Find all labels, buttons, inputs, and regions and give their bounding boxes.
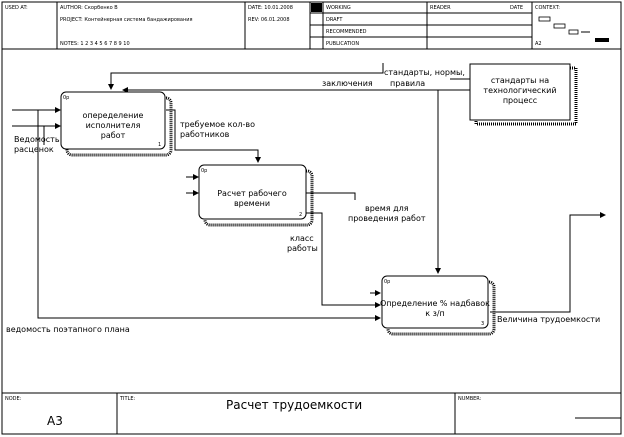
box-2-number: 2 bbox=[299, 212, 302, 218]
notes-text: NOTES: 1 2 3 4 5 6 7 8 9 10 bbox=[60, 41, 130, 47]
arrow-work-class bbox=[306, 212, 381, 308]
footer-block: NODE: A3 TITLE: Расчет трудоемкости NUMB… bbox=[2, 392, 621, 434]
label-required-2: работников bbox=[180, 130, 230, 139]
arrow-control-top-1 bbox=[108, 63, 384, 90]
label-class-1: класс bbox=[290, 234, 314, 243]
diagram-title: Расчет трудоемкости bbox=[226, 398, 362, 412]
box-1-label-3: работ bbox=[101, 131, 126, 140]
standards-box-line-1: стандарты на bbox=[491, 76, 549, 85]
label-stage-plan: ведомость поэтапного плана bbox=[6, 325, 130, 334]
arrow-labor-output bbox=[490, 212, 606, 313]
reader-label: READER bbox=[430, 5, 451, 11]
label-labor: Величина трудоемкости bbox=[497, 315, 600, 324]
reader-date-label: DATE bbox=[510, 5, 523, 11]
box-3-label-2: к з/п bbox=[425, 309, 445, 318]
status-draft: DRAFT bbox=[326, 17, 343, 23]
box-1-label-2: исполнителя bbox=[86, 121, 141, 130]
box-1-cost: 0р bbox=[63, 95, 69, 101]
title-label: TITLE: bbox=[119, 396, 136, 402]
status-recommended: RECOMMENDED bbox=[326, 29, 367, 35]
number-label: NUMBER: bbox=[458, 396, 482, 402]
standards-box: стандарты на технологический процесс bbox=[469, 63, 578, 126]
project-text: PROJECT: Контейнерная система бандажиров… bbox=[60, 16, 193, 23]
used-at-label: USED AT: bbox=[5, 5, 28, 11]
standards-box-line-3: процесс bbox=[503, 96, 537, 105]
arrow-work-time bbox=[306, 192, 356, 200]
context-label: CONTEXT: bbox=[535, 5, 560, 11]
status-working: WORKING bbox=[326, 5, 351, 11]
label-required-1: требуемое кол-во bbox=[180, 120, 255, 129]
header-block: USED AT: AUTHOR: Скорбенко В PROJECT: Ко… bbox=[2, 2, 621, 50]
box-3-number: 3 bbox=[481, 321, 484, 327]
node-ref: A2 bbox=[535, 41, 542, 47]
label-statement-1: Ведомость bbox=[14, 135, 60, 144]
box-1: 0р 1 опеределение исполнителя работ bbox=[60, 91, 173, 157]
author-text: AUTHOR: Скорбенко В bbox=[60, 5, 118, 11]
label-standards-norms-1: стандарты, нормы, bbox=[384, 68, 465, 77]
node-label: NODE: bbox=[5, 396, 22, 402]
box-2-cost: 0р bbox=[201, 168, 207, 174]
rev-text: REV: 06.01.2008 bbox=[248, 17, 290, 23]
working-checkbox bbox=[311, 3, 322, 12]
box-2-label-1: Расчет рабочего bbox=[217, 189, 287, 198]
arrow-labels: заключения стандарты, нормы, правила Вед… bbox=[6, 68, 600, 334]
standards-box-line-2: технологический bbox=[483, 86, 556, 95]
box-3-label-1: Определение % надбавок bbox=[380, 299, 490, 308]
label-work-time-2: проведения работ bbox=[348, 214, 426, 223]
box-2: 0р 2 Расчет рабочего времени bbox=[198, 164, 314, 227]
label-conclusions: заключения bbox=[322, 79, 373, 88]
box-3: 0р 3 Определение % надбавок к з/п bbox=[380, 275, 496, 336]
date-text: DATE: 10.01.2008 bbox=[248, 5, 293, 11]
box-1-label-1: опеределение bbox=[83, 111, 144, 120]
box-3-cost: 0р bbox=[384, 279, 390, 285]
status-publication: PUBLICATION bbox=[326, 41, 359, 47]
label-standards-norms-2: правила bbox=[390, 79, 425, 88]
label-statement-2: расценок bbox=[14, 145, 54, 154]
label-work-time-1: время для bbox=[365, 204, 409, 213]
arrow-stage-plan bbox=[37, 110, 381, 321]
context-thumbnail bbox=[538, 16, 609, 42]
box-2-label-2: времени bbox=[234, 199, 270, 208]
label-class-2: работы bbox=[287, 244, 318, 253]
box-1-number: 1 bbox=[158, 142, 161, 148]
node-value: A3 bbox=[47, 414, 63, 428]
